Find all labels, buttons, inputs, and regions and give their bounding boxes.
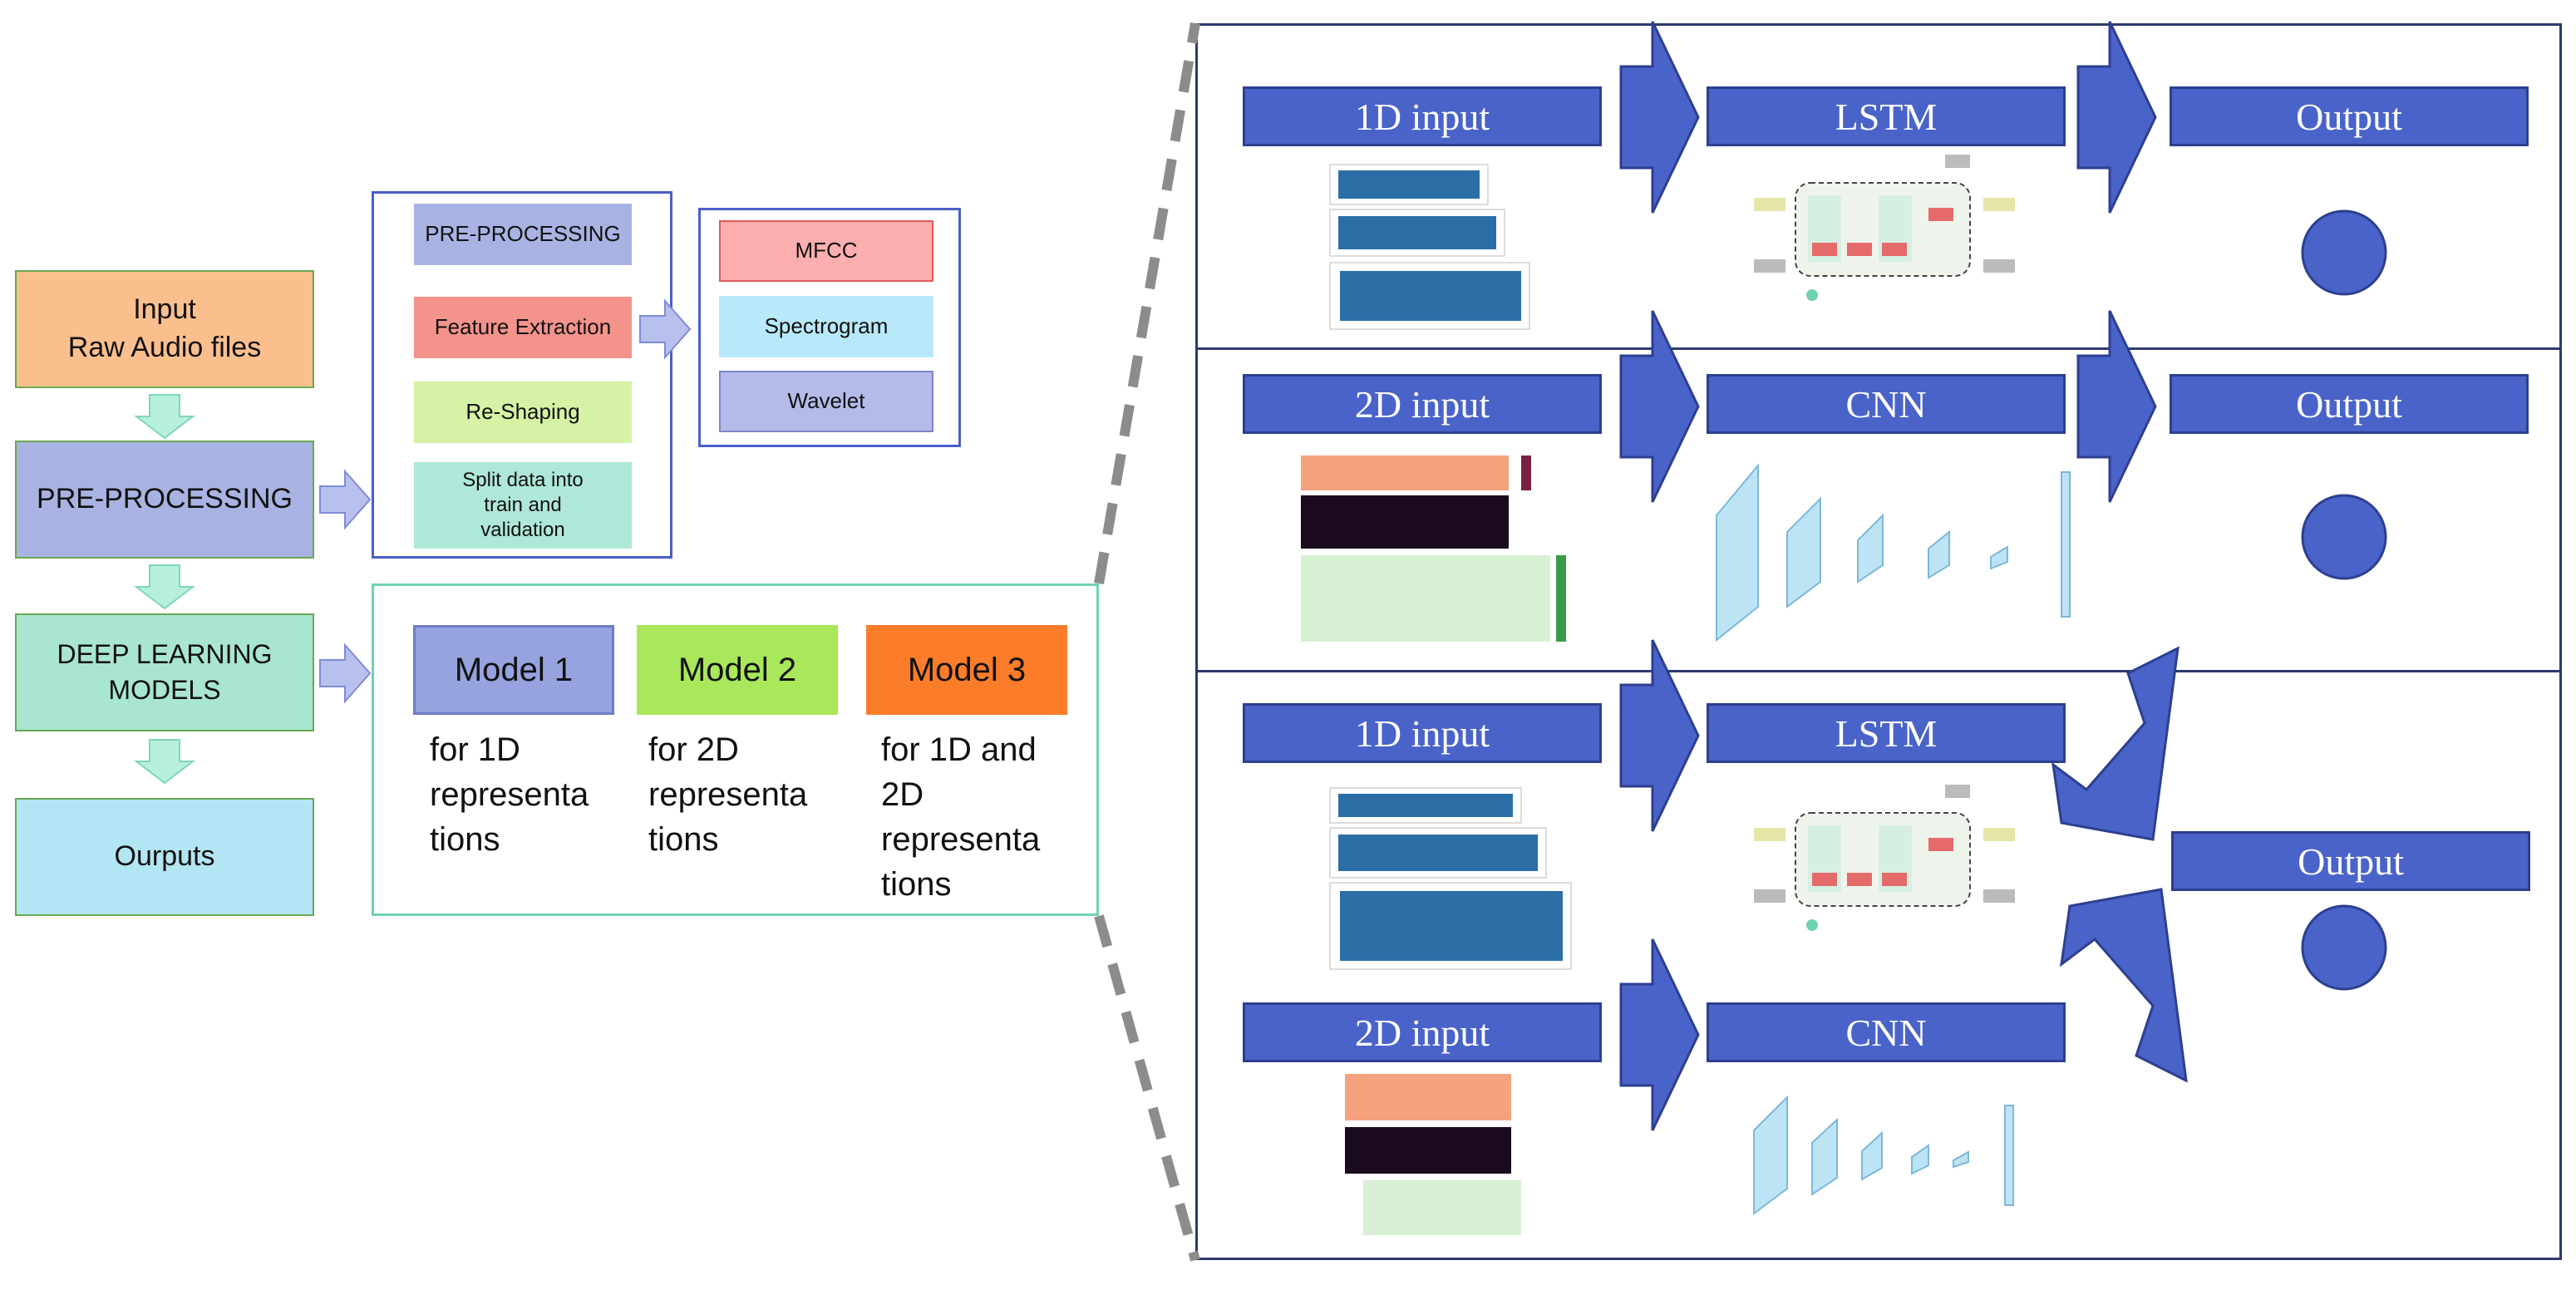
- input-raw-audio-node: Input Raw Audio files: [15, 270, 314, 388]
- spectrogram-thumbnail: [1301, 455, 1566, 642]
- reshaping-step: Re-Shaping: [414, 382, 632, 443]
- row3-1d-input-label: 1D input: [1243, 703, 1602, 763]
- row3-lstm-label: LSTM: [1707, 703, 2066, 763]
- chevron-arrow-icon: [2076, 21, 2157, 214]
- down-arrow-icon: [134, 739, 195, 785]
- detail-panel: [1195, 23, 2562, 1260]
- right-arrow-icon: [319, 469, 372, 530]
- row1-lstm-label: LSTM: [1707, 86, 2066, 146]
- row2-2d-input-label: 2D input: [1243, 374, 1602, 434]
- output-node-icon: [2301, 904, 2387, 991]
- output-node-icon: [2301, 209, 2387, 296]
- lstm-cell-diagram: [1754, 785, 2015, 931]
- row2-output-label: Output: [2170, 374, 2529, 434]
- lstm-cell-diagram: [1754, 155, 2015, 301]
- detail-row-divider: [1195, 347, 2562, 350]
- model-2-box: Model 2: [637, 625, 838, 715]
- detail-row-divider: [1195, 670, 2562, 672]
- preprocessing-node: PRE-PROCESSING: [15, 441, 314, 559]
- row3-cnn-label: CNN: [1707, 1002, 2066, 1062]
- waveform-thumbnail: [1329, 787, 1572, 970]
- chevron-arrow-icon: [1619, 938, 1700, 1131]
- chevron-arrow-icon: [2051, 646, 2180, 841]
- mfcc-feature: MFCC: [719, 220, 933, 282]
- cnn-layers-diagram: [1753, 1095, 2014, 1215]
- outputs-node: Ourputs: [15, 798, 314, 916]
- chevron-arrow-icon: [2060, 888, 2188, 1083]
- feature-panel: [698, 208, 961, 447]
- preprocessing-panel: [372, 191, 672, 559]
- row1-1d-input-label: 1D input: [1243, 86, 1602, 146]
- row1-output-label: Output: [2170, 86, 2529, 146]
- model-3-box: Model 3: [866, 625, 1067, 715]
- spectrogram-feature: Spectrogram: [719, 296, 933, 357]
- waveform-thumbnail: [1329, 164, 1530, 330]
- chevron-arrow-icon: [1619, 21, 1700, 214]
- feature-extraction-step: Feature Extraction: [414, 297, 632, 358]
- models-panel: [372, 583, 1099, 916]
- deep-learning-models-node: DEEP LEARNING MODELS: [15, 613, 314, 731]
- split-data-step: Split data into train and validation: [414, 462, 632, 549]
- output-node-icon: [2301, 494, 2387, 580]
- spectrogram-thumbnail: [1345, 1074, 1521, 1235]
- chevron-arrow-icon: [1619, 310, 1700, 503]
- right-arrow-icon: [639, 298, 692, 360]
- down-arrow-icon: [134, 394, 195, 440]
- row2-cnn-label: CNN: [1707, 374, 2066, 434]
- chevron-arrow-icon: [1619, 639, 1700, 832]
- down-arrow-icon: [134, 564, 195, 610]
- chevron-arrow-icon: [2076, 310, 2157, 503]
- row3-2d-input-label: 2D input: [1243, 1002, 1602, 1062]
- preprocessing-step: PRE-PROCESSING: [414, 204, 632, 265]
- zoom-line: [1094, 22, 1200, 585]
- row3-output-label: Output: [2171, 831, 2530, 891]
- model-2-description: for 2D representa tions: [648, 731, 808, 858]
- model-1-description: for 1D representa tions: [430, 731, 589, 858]
- cnn-layers-diagram: [1716, 463, 2071, 643]
- wavelet-feature: Wavelet: [719, 371, 933, 432]
- zoom-line: [1094, 914, 1200, 1262]
- right-arrow-icon: [319, 643, 372, 704]
- model-3-description: for 1D and 2D representa tions: [881, 731, 1041, 903]
- model-1-box: Model 1: [413, 625, 614, 715]
